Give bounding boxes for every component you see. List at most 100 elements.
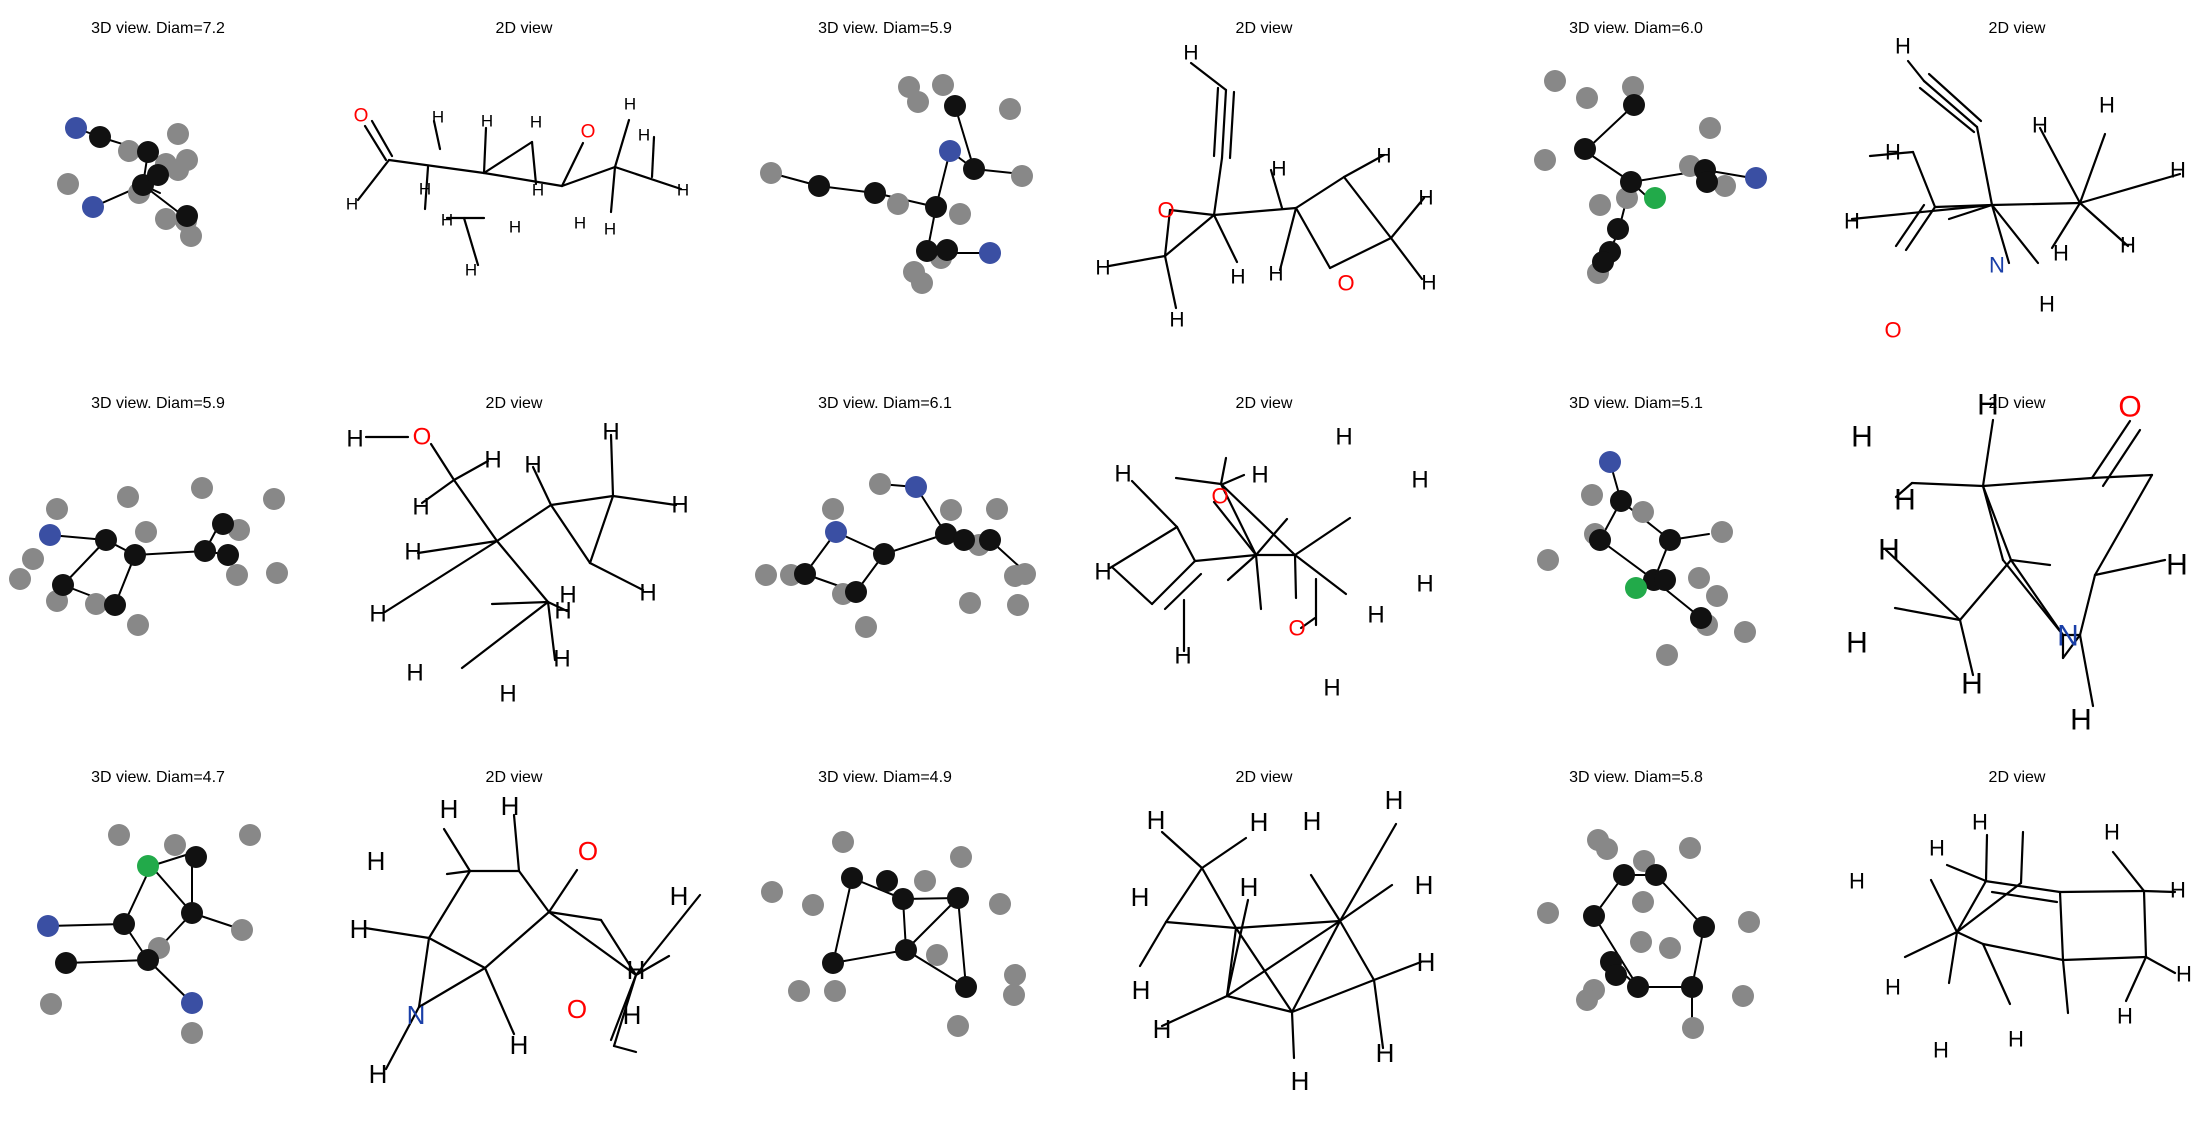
svg-text:O: O: [1288, 616, 1305, 641]
panel-title-10: 2D view: [1235, 395, 1293, 412]
svg-text:H: H: [604, 220, 616, 239]
svg-text:H: H: [554, 598, 571, 625]
svg-text:H: H: [2053, 241, 2069, 266]
svg-text:H: H: [1851, 421, 1873, 454]
molecule-2d-2: O H H H H H H H H H O H H H H H: [346, 95, 689, 280]
svg-text:H: H: [441, 211, 453, 230]
svg-text:H: H: [1183, 42, 1198, 65]
svg-text:H: H: [484, 447, 501, 474]
svg-text:H: H: [2120, 233, 2136, 258]
svg-text:H: H: [530, 113, 542, 132]
svg-text:O: O: [581, 122, 596, 143]
panel-title-11: 3D view. Diam=5.1: [1569, 395, 1703, 412]
svg-text:O: O: [354, 106, 369, 127]
svg-text:H: H: [2104, 820, 2120, 845]
svg-text:H: H: [2039, 292, 2055, 317]
svg-text:H: H: [553, 646, 570, 673]
panel-title-1: 3D view. Diam=7.2: [91, 20, 225, 37]
svg-text:H: H: [1131, 882, 1150, 912]
molecule-3d-1: [57, 117, 202, 247]
svg-text:H: H: [1878, 534, 1900, 567]
panel-title-7: 3D view. Diam=5.9: [91, 395, 225, 412]
svg-text:H: H: [510, 1030, 529, 1060]
svg-text:H: H: [627, 955, 646, 985]
svg-text:H: H: [2070, 704, 2092, 737]
svg-text:H: H: [1421, 272, 1436, 295]
panel-title-8: 2D view: [485, 395, 543, 412]
panel-title-15: 3D view. Diam=4.9: [818, 769, 952, 786]
svg-text:H: H: [465, 261, 477, 280]
svg-text:H: H: [670, 881, 689, 911]
svg-text:H: H: [1094, 559, 1111, 586]
panel-title-5: 3D view. Diam=6.0: [1569, 20, 1703, 37]
svg-text:H: H: [638, 126, 650, 145]
svg-text:H: H: [1095, 257, 1110, 280]
svg-text:H: H: [509, 218, 521, 237]
svg-text:O: O: [1884, 318, 1901, 343]
svg-text:H: H: [346, 195, 358, 214]
svg-text:H: H: [1132, 975, 1151, 1005]
svg-text:H: H: [1271, 158, 1286, 181]
svg-text:H: H: [406, 660, 423, 687]
svg-text:H: H: [1961, 668, 1983, 701]
svg-text:H: H: [440, 794, 459, 824]
svg-text:H: H: [1972, 810, 1988, 835]
svg-text:H: H: [1385, 785, 1404, 815]
svg-text:H: H: [1335, 424, 1352, 451]
svg-text:H: H: [2008, 1027, 2024, 1052]
svg-text:H: H: [677, 181, 689, 200]
svg-text:H: H: [501, 791, 520, 821]
molecule-2d-12: H H H O H H H N H H: [1846, 389, 2188, 737]
svg-text:H: H: [2099, 93, 2115, 118]
molecule-2d-18: H H H H H H H H H H: [1849, 810, 2192, 1063]
svg-text:H: H: [623, 1000, 642, 1030]
svg-text:O: O: [567, 994, 587, 1024]
svg-text:H: H: [499, 681, 516, 708]
svg-text:H: H: [1230, 266, 1245, 289]
panel-title-17: 3D view. Diam=5.8: [1569, 769, 1703, 786]
molecule-2d-8: H O H H H H H H H H H H H H H: [346, 419, 688, 708]
molecule-2d-16: H H H H H H H H H H H H: [1131, 785, 1436, 1096]
molecule-3d-3: [760, 74, 1033, 294]
svg-text:H: H: [1251, 462, 1268, 489]
svg-text:H: H: [2170, 158, 2186, 183]
svg-text:H: H: [1929, 836, 1945, 861]
svg-text:H: H: [1367, 602, 1384, 629]
svg-text:H: H: [639, 580, 656, 607]
svg-text:H: H: [524, 452, 541, 479]
svg-text:N: N: [1989, 253, 2005, 278]
svg-text:H: H: [2176, 962, 2192, 987]
svg-text:H: H: [1153, 1014, 1172, 1044]
svg-text:H: H: [481, 112, 493, 131]
svg-text:H: H: [1303, 806, 1322, 836]
molecule-3d-17: [1537, 829, 1760, 1039]
svg-text:H: H: [1411, 467, 1428, 494]
svg-text:H: H: [1240, 872, 1259, 902]
svg-text:H: H: [1376, 145, 1391, 168]
svg-text:H: H: [1291, 1066, 1310, 1096]
molecule-2d-10: H O H H H H H O H H H: [1094, 424, 1433, 702]
svg-text:H: H: [1114, 461, 1131, 488]
svg-text:O: O: [1211, 484, 1228, 509]
svg-text:H: H: [574, 214, 586, 233]
molecule-3d-13: [37, 824, 261, 1044]
panel-title-16: 2D view: [1235, 769, 1293, 786]
svg-text:H: H: [559, 582, 576, 609]
molecule-2d-14: H H H O H H H N O H H H: [350, 791, 702, 1089]
svg-text:N: N: [407, 1000, 426, 1030]
molecule-3d-9: [755, 473, 1036, 638]
panel-title-2: 2D view: [495, 20, 553, 37]
molecule-3d-11: [1537, 451, 1756, 666]
panel-title-18: 2D view: [1988, 769, 2046, 786]
svg-text:H: H: [671, 492, 688, 519]
molecule-3d-7: [9, 477, 288, 636]
svg-text:H: H: [346, 426, 363, 453]
svg-text:H: H: [1895, 34, 1911, 59]
svg-text:H: H: [2170, 878, 2186, 903]
svg-text:H: H: [1885, 140, 1901, 165]
svg-text:H: H: [2166, 549, 2188, 582]
svg-text:H: H: [367, 846, 386, 876]
molecule-3d-5: [1534, 70, 1767, 284]
